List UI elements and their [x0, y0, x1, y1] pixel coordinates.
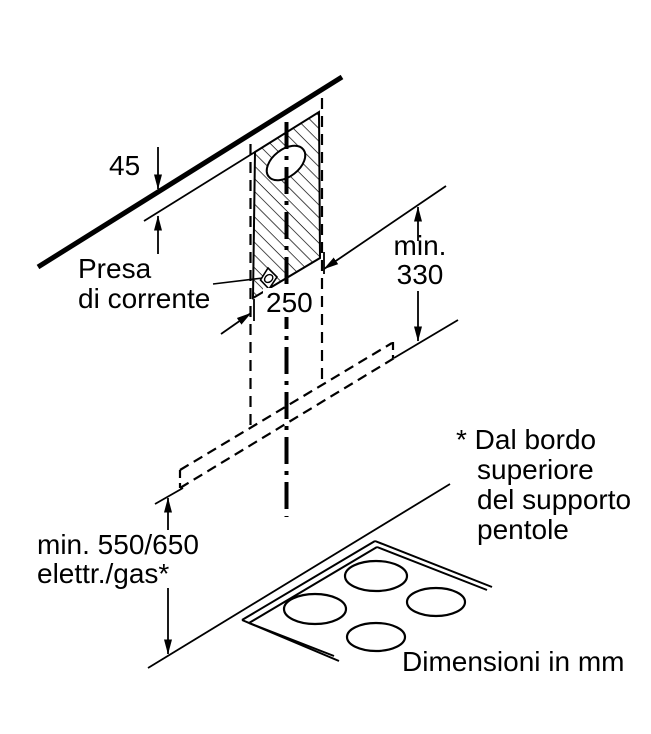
power-outlet-label-line2: di corrente	[78, 283, 211, 314]
dim-550-label-line2: elettr./gas*	[37, 558, 170, 589]
dim-550-label: min. 550/650 elettr./gas*	[37, 530, 203, 588]
footnote-line3: del supporto	[477, 484, 632, 515]
dim-330-label-line2: 330	[396, 259, 444, 290]
burner-right	[405, 586, 467, 618]
dim-330-label-line1: min.	[393, 230, 447, 261]
dim-550-label-line1: min. 550/650	[37, 529, 199, 560]
ceiling-line	[36, 74, 344, 270]
dim-250-arrows	[220, 185, 447, 335]
footnote-line2: superiore	[477, 454, 594, 485]
dim-330-arrows	[393, 206, 459, 359]
duct-hole	[265, 144, 307, 182]
dim-330-label: min. 330	[387, 231, 453, 289]
footnote-pot-support: * Dal bordo superiore del supporto pento…	[456, 425, 631, 545]
power-outlet-label-line1: Presa	[78, 253, 152, 284]
dim-45-label: 45	[109, 150, 141, 181]
burner-front	[345, 621, 407, 653]
hood-body-dashed-outline	[178, 342, 397, 489]
outlet-leader-line	[212, 277, 264, 285]
footnote-line4: pentole	[477, 514, 569, 545]
power-outlet-symbol	[212, 266, 279, 291]
units-label: Dimensioni in mm	[402, 646, 625, 677]
power-outlet-label: Presa di corrente	[78, 254, 210, 314]
worktop-line	[147, 483, 451, 669]
chimney-top-reference-line	[143, 151, 256, 222]
dim-250-label: 250	[263, 288, 316, 317]
burner-back	[343, 559, 409, 593]
footnote-line1: * Dal bordo	[456, 424, 597, 455]
cooktop-outline	[241, 540, 493, 662]
burner-left	[282, 592, 348, 626]
